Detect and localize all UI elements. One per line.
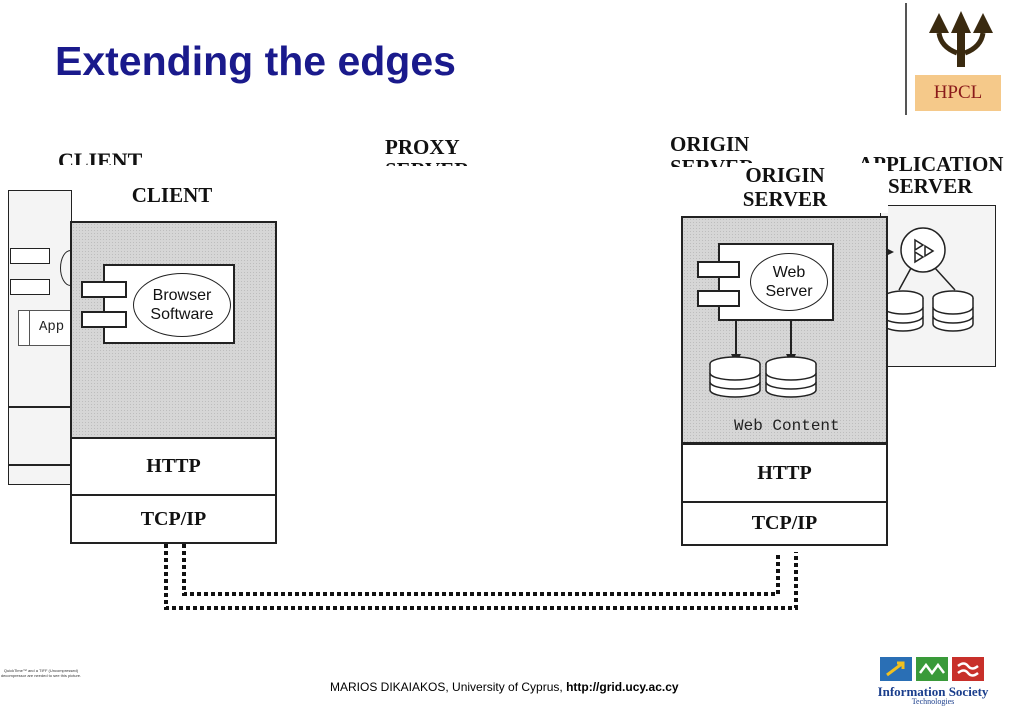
network-connection-line xyxy=(164,544,798,610)
origin-http-label: HTTP xyxy=(757,461,812,484)
web-server-label: Web Server xyxy=(765,264,813,300)
origin-label-2: SERVER xyxy=(742,187,828,211)
hpcl-logo: HPCL xyxy=(905,3,1005,118)
faded-client-label: CLIENT xyxy=(58,148,143,165)
client-http-layer: HTTP xyxy=(70,437,277,496)
web-content-databases-icon xyxy=(709,320,817,398)
client-tcpip-layer: TCP/IP xyxy=(70,494,277,544)
faded-component-block-2 xyxy=(10,279,50,295)
ist-logo-line2: Technologies xyxy=(911,697,955,706)
hpcl-logo-text: HPCL xyxy=(933,82,983,103)
quicktime-placeholder-note: QuickTime™ and a TIFF (Uncompressed) dec… xyxy=(0,668,82,678)
faded-proxy-label: PROXY xyxy=(385,135,460,159)
client-tcpip-label: TCP/IP xyxy=(140,507,207,530)
faded-app-field: App xyxy=(18,310,74,346)
origin-http-layer: HTTP xyxy=(681,443,888,503)
origin-port-block-1 xyxy=(697,261,740,278)
footer-credit: MARIOS DIKAIAKOS, University of Cyprus, … xyxy=(330,680,679,694)
ist-logo: Information Society Technologies xyxy=(866,655,1000,706)
ist-logo-line1: Information Society xyxy=(877,684,989,699)
ist-logo-icon xyxy=(880,657,984,681)
browser-software-box: Browser Software xyxy=(103,264,235,344)
client-label-backdrop: CLIENT xyxy=(72,176,272,214)
footer-author: MARIOS DIKAIAKOS, University of Cyprus, xyxy=(330,680,563,694)
origin-label-1: ORIGIN xyxy=(745,163,825,187)
client-port-block-1 xyxy=(81,281,127,298)
faded-app-text: App xyxy=(39,319,65,335)
client-port-block-2 xyxy=(81,311,127,328)
web-content-label: Web Content xyxy=(734,417,840,435)
browser-software-label: Browser Software xyxy=(150,287,214,323)
origin-port-block-2 xyxy=(697,290,740,307)
footer-url[interactable]: http://grid.ucy.ac.cy xyxy=(566,680,679,694)
faded-application-server-box xyxy=(880,205,996,367)
web-server-box: Web Server xyxy=(718,243,834,321)
origin-tcpip-layer: TCP/IP xyxy=(681,501,888,546)
faded-proxy-label-2: SERVER xyxy=(385,158,469,166)
client-http-label: HTTP xyxy=(146,455,201,477)
origin-tcpip-label: TCP/IP xyxy=(751,512,818,534)
tree-icon xyxy=(929,11,993,67)
slide-title: Extending the edges xyxy=(55,38,456,84)
faded-origin-label: ORIGIN xyxy=(670,132,750,156)
client-label: CLIENT xyxy=(131,182,213,207)
faded-application-label-2: SERVER xyxy=(888,174,973,198)
faded-component-block-1 xyxy=(10,248,50,264)
origin-label-backdrop xyxy=(730,163,888,213)
